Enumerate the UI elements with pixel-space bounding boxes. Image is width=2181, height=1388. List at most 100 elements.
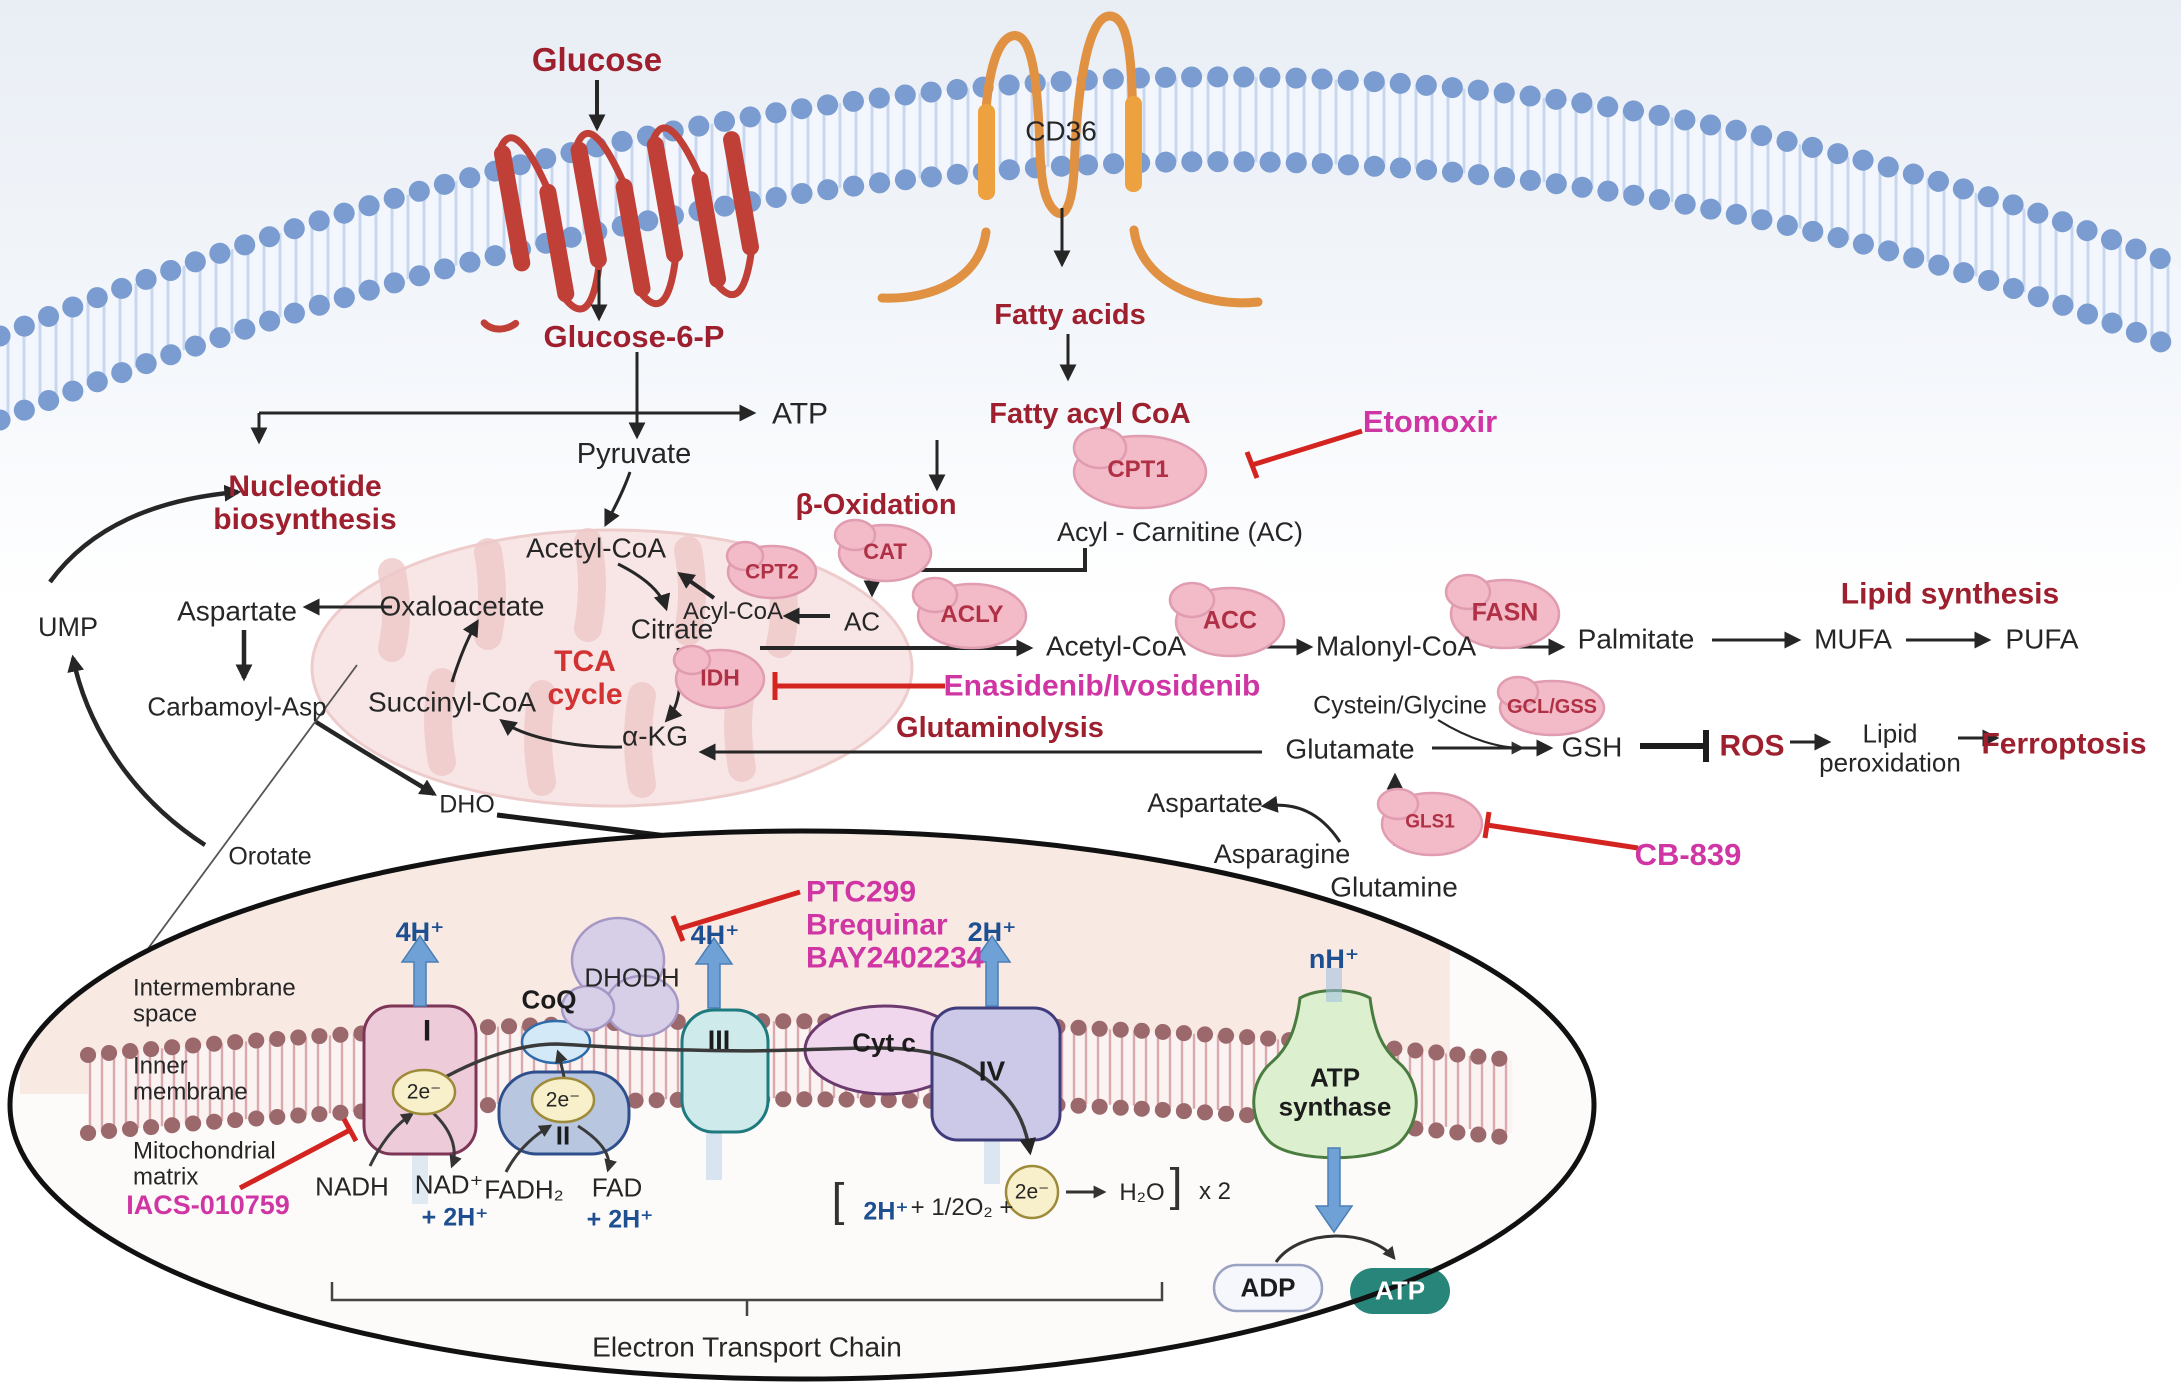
c1-label: I bbox=[422, 1014, 432, 1048]
adp-to-atp-arrow bbox=[1274, 1234, 1396, 1263]
ims-label: Intermembrane space bbox=[133, 974, 296, 1028]
acc-label: ACC bbox=[1202, 606, 1258, 635]
cystein-label: Cystein/Glycine bbox=[1313, 691, 1487, 720]
e2-3-label: 2e⁻ bbox=[1014, 1180, 1050, 1204]
ferroptosis-label: Ferroptosis bbox=[1981, 727, 2147, 761]
gclgss-blob bbox=[1496, 675, 1606, 737]
carbamoyl-label: Carbamoyl-Asp bbox=[147, 691, 327, 722]
malonyl-label: Malonyl-CoA bbox=[1315, 630, 1477, 662]
nad2h-label: + 2H⁺ bbox=[421, 1203, 489, 1232]
citrate-label: Citrate bbox=[630, 613, 714, 645]
gsh-blocks-ros bbox=[1640, 730, 1709, 762]
eq-x2-label: x 2 bbox=[1198, 1177, 1232, 1205]
cpt1-blob bbox=[1072, 426, 1208, 510]
glucose6p-label: Glucose-6-P bbox=[543, 318, 725, 354]
atp-pill-shape bbox=[1350, 1268, 1450, 1314]
fadh2-label: FADH₂ bbox=[484, 1174, 564, 1205]
complex-iii-stub bbox=[706, 1130, 722, 1180]
electron-flow-path bbox=[439, 1042, 1037, 1156]
atp-glyc-label: ATP bbox=[771, 397, 829, 431]
dho-label: DHO bbox=[439, 790, 495, 819]
pathway-arrows bbox=[48, 80, 2000, 847]
coq-label: CoQ bbox=[521, 984, 577, 1015]
pufa-label: PUFA bbox=[2005, 623, 2079, 655]
c2-label: II bbox=[555, 1120, 571, 1151]
fad2h-label: + 2H⁺ bbox=[586, 1205, 654, 1234]
palmitate-label: Palmitate bbox=[1577, 623, 1695, 655]
asparagine-label: Asparagine bbox=[1213, 839, 1351, 870]
ptc299-label: PTC299 Brequinar BAY2402234 bbox=[806, 875, 984, 975]
ump-label: UMP bbox=[38, 612, 98, 643]
inner-membrane-outer-heads bbox=[80, 1013, 1520, 1068]
acetyl-coa-c-label: Acetyl-CoA bbox=[1045, 630, 1187, 662]
h2-1-label: 2H⁺ bbox=[967, 917, 1017, 948]
glucose-label: Glucose bbox=[531, 40, 663, 78]
acetyl-coa-mito-label: Acetyl-CoA bbox=[525, 532, 667, 564]
glutaminolysis-label: Glutaminolysis bbox=[896, 712, 1104, 745]
complex-iii-shape bbox=[680, 1008, 770, 1134]
fatty-acyl-coa-label: Fatty acyl CoA bbox=[989, 398, 1191, 431]
aspartate-l-label: Aspartate bbox=[177, 595, 297, 627]
eq-h2o-label: H₂O bbox=[1119, 1178, 1165, 1206]
electron-pair-badges bbox=[391, 1068, 1060, 1220]
fasn-blob bbox=[1444, 573, 1561, 650]
iacs-inhibits-complex-i bbox=[238, 1127, 352, 1191]
proton-arrow-complex-iii bbox=[694, 936, 734, 1009]
cb839-inhibits-gls1 bbox=[1486, 822, 1639, 851]
mufa-label: MUFA bbox=[1814, 623, 1892, 655]
succinyl-label: Succinyl-CoA bbox=[367, 686, 537, 718]
c4-label: IV bbox=[978, 1055, 1006, 1087]
dhodh-shape bbox=[560, 916, 680, 1038]
complex-iv-stub bbox=[984, 1138, 1000, 1184]
etc-bracket bbox=[330, 1282, 1164, 1316]
bracket-r-label: ] bbox=[1169, 1158, 1183, 1211]
tca-label: TCA cycle bbox=[547, 645, 623, 711]
cd36-label: CD36 bbox=[1025, 115, 1097, 147]
eq-mid-label: + 1/2O₂ + bbox=[910, 1193, 1014, 1221]
proton-arrow-atp-synthase bbox=[1314, 1147, 1354, 1234]
etomoxir-inhibits-cpt1 bbox=[1251, 428, 1363, 468]
lipid-synthesis-label: Lipid synthesis bbox=[1840, 577, 2060, 611]
acc-blob bbox=[1168, 581, 1286, 658]
acyl-coa-m-label: Acyl-CoA bbox=[682, 597, 784, 625]
inner-membrane-inner-heads bbox=[80, 1091, 1520, 1146]
cd36-transporter-icon bbox=[877, 11, 1263, 308]
fasn-label: FASN bbox=[1471, 598, 1539, 627]
bracket-l-label: [ bbox=[831, 1173, 845, 1226]
lipid-perox-label: Lipid peroxidation bbox=[1819, 718, 1961, 777]
adp-label: ADP bbox=[1240, 1272, 1296, 1303]
dhodh-label: DHODH bbox=[584, 962, 680, 993]
acyl-carnitine-label: Acyl - Carnitine (AC) bbox=[1056, 517, 1304, 548]
atp-synthase-shape bbox=[1252, 989, 1418, 1160]
etc-label: Electron Transport Chain bbox=[592, 1331, 902, 1363]
orotate-label: Orotate bbox=[228, 842, 312, 871]
complex-i-stub bbox=[412, 1152, 428, 1204]
atp-synthase-label: ATP synthase bbox=[1278, 1062, 1392, 1121]
nh-label: nH⁺ bbox=[1308, 944, 1360, 975]
e2-2-label: 2e⁻ bbox=[545, 1088, 581, 1112]
gls1-blob bbox=[1376, 787, 1484, 857]
glutamate-label: Glutamate bbox=[1285, 733, 1415, 765]
cpt2-blob bbox=[725, 540, 818, 600]
nad-label: NAD⁺ bbox=[414, 1169, 484, 1200]
aspartate-r-label: Aspartate bbox=[1147, 788, 1263, 819]
etc-oval-outline bbox=[7, 828, 1597, 1382]
inner-mem-label: Inner membrane bbox=[133, 1052, 248, 1106]
ac-label: AC bbox=[843, 606, 881, 637]
glucose-transporter-icon bbox=[480, 124, 759, 333]
gsh-label: GSH bbox=[1561, 731, 1623, 763]
matrix-label: Mitochondrial matrix bbox=[133, 1137, 276, 1191]
cpt1-label: CPT1 bbox=[1107, 455, 1169, 483]
eq-2h-label: 2H⁺ bbox=[863, 1197, 909, 1226]
h4-1-label: 4H⁺ bbox=[395, 917, 445, 948]
fatty-acids-label: Fatty acids bbox=[994, 299, 1146, 332]
atp-pill-label: ATP bbox=[1374, 1275, 1426, 1306]
enzyme-blobs bbox=[672, 426, 1606, 857]
gls1-label: GLS1 bbox=[1405, 811, 1455, 833]
cat-label: CAT bbox=[863, 538, 907, 564]
iacs-label: IACS-010759 bbox=[126, 1190, 290, 1221]
cpt2-label: CPT2 bbox=[745, 560, 799, 584]
